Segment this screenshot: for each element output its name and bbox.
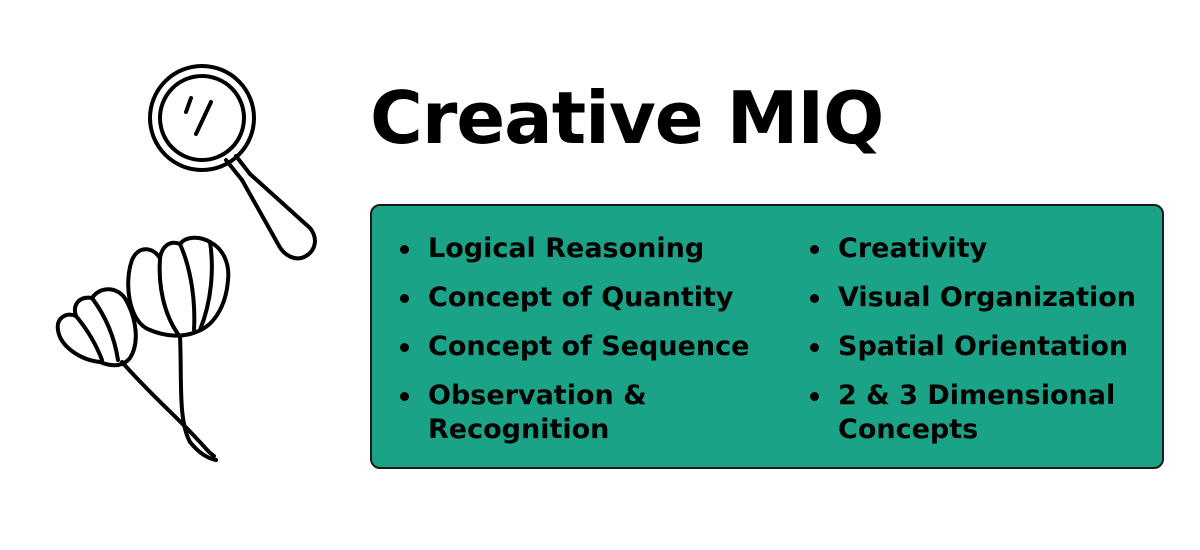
- skill-label: Creativity: [838, 233, 988, 264]
- skill-item: Visual Organization: [806, 281, 1156, 315]
- skill-label: Visual Organization: [838, 282, 1137, 313]
- bullet-icon: [400, 245, 409, 254]
- skill-label: Observation & Recognition: [428, 380, 647, 445]
- skill-item: Spatial Orientation: [806, 330, 1156, 364]
- bullet-icon: [810, 294, 819, 303]
- bullet-icon: [400, 392, 409, 401]
- skill-item: Observation & Recognition: [396, 379, 786, 447]
- bullet-icon: [400, 294, 409, 303]
- page-title: Creative MIQ: [370, 76, 884, 160]
- skill-label: Concept of Quantity: [428, 282, 734, 313]
- flower-icon: [55, 235, 231, 462]
- skills-list-right: Creativity Visual Organization Spatial O…: [806, 232, 1156, 462]
- bullet-icon: [810, 245, 819, 254]
- skill-item: 2 & 3 Dimensional Concepts: [806, 379, 1156, 447]
- bullet-icon: [810, 343, 819, 352]
- skill-item: Concept of Quantity: [396, 281, 786, 315]
- skill-label: Concept of Sequence: [428, 331, 750, 362]
- bullet-icon: [810, 392, 819, 401]
- skills-card: Logical Reasoning Concept of Quantity Co…: [370, 204, 1164, 469]
- skill-label: 2 & 3 Dimensional Concepts: [838, 380, 1116, 445]
- skill-label: Logical Reasoning: [428, 233, 705, 264]
- skills-list-left: Logical Reasoning Concept of Quantity Co…: [396, 232, 786, 462]
- doodle-illustration: [55, 64, 317, 462]
- skill-item: Logical Reasoning: [396, 232, 786, 266]
- bullet-icon: [400, 343, 409, 352]
- skill-label: Spatial Orientation: [838, 331, 1129, 362]
- magnifying-glass-icon: [148, 64, 317, 261]
- skill-item: Creativity: [806, 232, 1156, 266]
- skill-item: Concept of Sequence: [396, 330, 786, 364]
